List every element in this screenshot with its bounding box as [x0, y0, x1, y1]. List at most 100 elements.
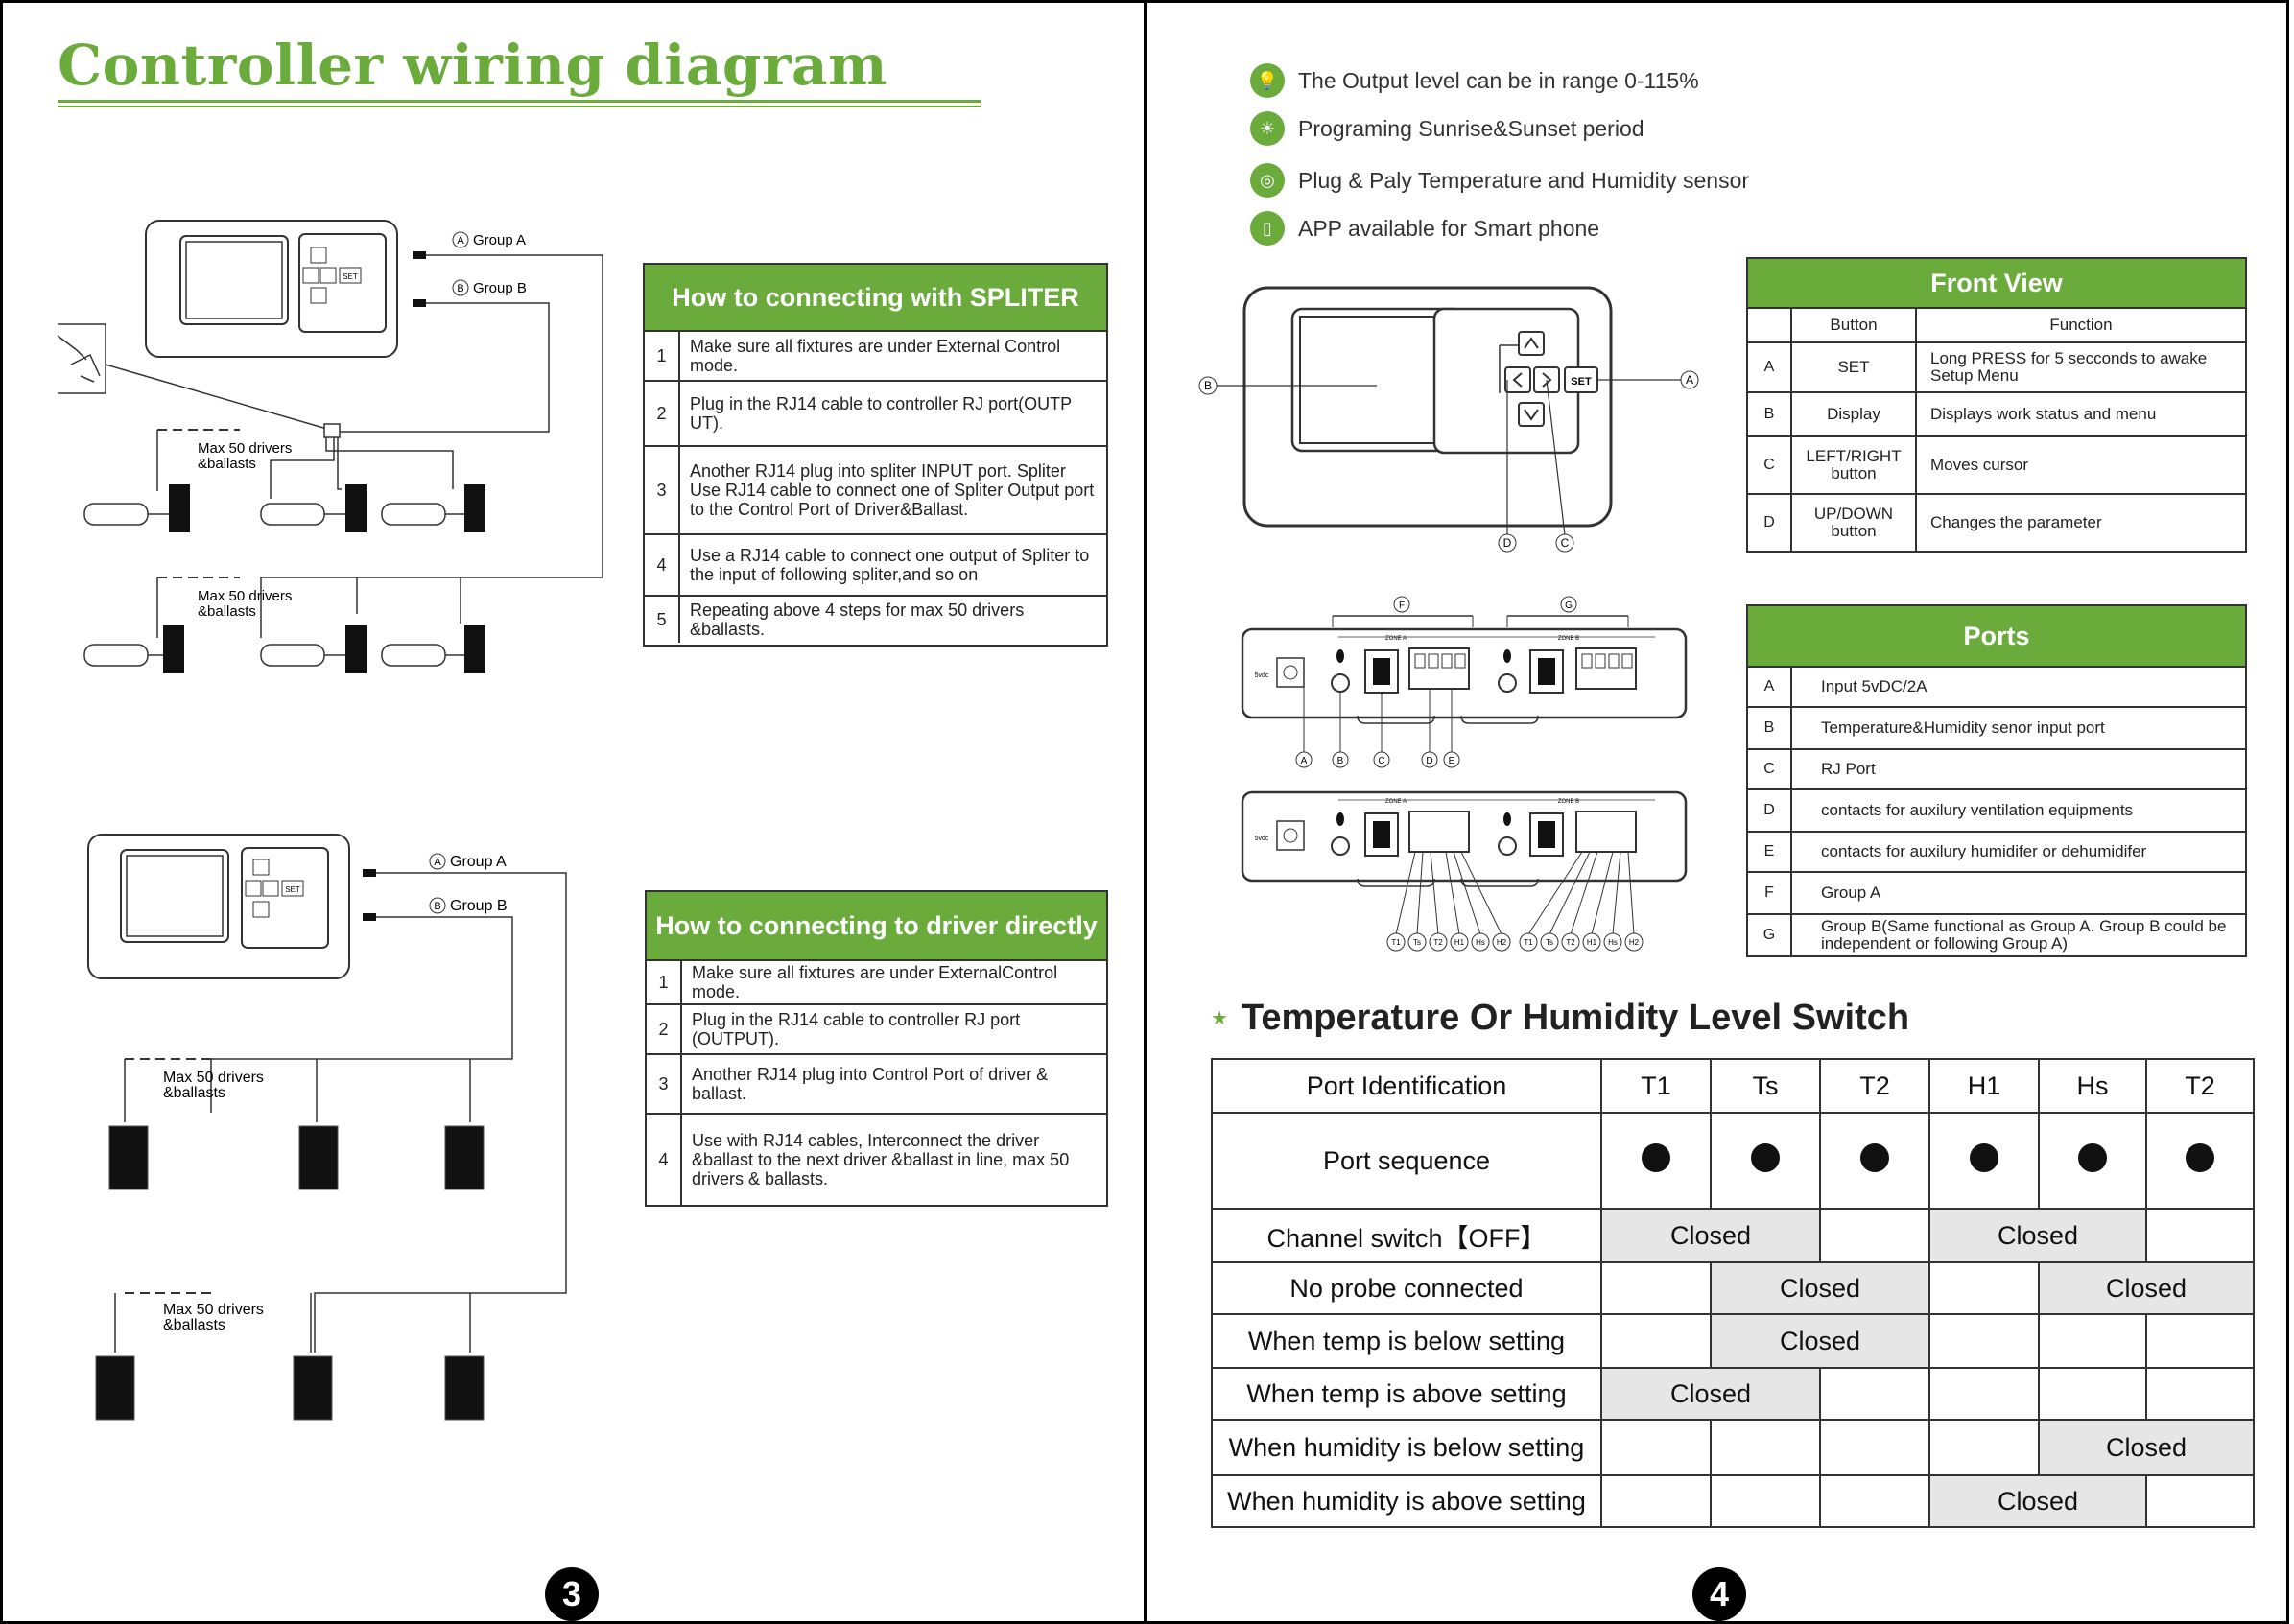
group-b-circle: B — [457, 283, 463, 294]
max-label-4: &ballasts — [198, 603, 256, 620]
zone-a-label: ZONE A — [1385, 636, 1407, 642]
zone-b-label-2: ZONE B — [1558, 799, 1579, 805]
power-label-2: 5vdc — [1255, 836, 1269, 842]
row-key: D — [1748, 495, 1792, 551]
row-button: LEFT/RIGHT button — [1792, 437, 1917, 493]
closed-cell: Closed — [2038, 1261, 2255, 1315]
step-text: Repeating above 4 steps for max 50 drive… — [690, 600, 1025, 639]
port-id-cell: H1 — [1928, 1058, 2040, 1114]
max-label-1: Max 50 drivers — [198, 440, 292, 457]
port-id-cell: T2 — [1819, 1058, 1930, 1114]
label-a-port: A — [1301, 756, 1308, 766]
open-cell — [2145, 1313, 2255, 1369]
sun-icon: ☀ — [1250, 111, 1285, 146]
step-text: Use with RJ14 cables, Interconnect the d… — [692, 1131, 1070, 1189]
max-label-8: &ballasts — [163, 1317, 225, 1333]
page-divider — [1144, 0, 1147, 1624]
port-sequence-label: Port sequence — [1211, 1112, 1602, 1210]
port-dot — [1751, 1142, 1780, 1172]
pin-labels: T1 Ts T2 H1 Hs H2 T1 Ts T2 H1 Hs H2 — [1386, 932, 1644, 952]
label-a: A — [1686, 373, 1693, 387]
max-label-5: Max 50 drivers — [163, 1070, 264, 1086]
open-cell — [2145, 1367, 2255, 1421]
level-switch-title: ★Temperature Or Humidity Level Switch — [1211, 998, 1909, 1039]
open-cell — [1600, 1419, 1712, 1476]
level-row-label: When humidity is above setting — [1211, 1474, 1602, 1528]
closed-cell: Closed — [1600, 1208, 1821, 1263]
ports-row: A Input 5vDC/2A — [1748, 668, 2245, 708]
set-button-label: SET — [1571, 376, 1592, 388]
open-cell — [1819, 1367, 1930, 1421]
pin-hs: Hs — [1476, 938, 1485, 947]
step-number: 5 — [645, 597, 680, 643]
max-label-3: Max 50 drivers — [198, 588, 292, 604]
pin-ts-b: Ts — [1546, 938, 1553, 947]
col-function: Function — [2049, 316, 2113, 334]
title-rule — [58, 100, 981, 103]
closed-cell: Closed — [1600, 1367, 1821, 1421]
step-number: 3 — [647, 1055, 682, 1113]
phone-icon: ▯ — [1250, 211, 1285, 246]
port-key: B — [1748, 708, 1792, 748]
port-key: D — [1748, 790, 1792, 831]
port-id-row: Port Identification T1 Ts T2 H1 Hs T2 — [1211, 1058, 2255, 1114]
level-row-label: When humidity is below setting — [1211, 1419, 1602, 1476]
feature-item: ☀Programing Sunrise&Sunset period — [1250, 111, 1644, 146]
port-text: Input 5vDC/2A — [1821, 677, 1927, 695]
ports-row: B Temperature&Humidity senor input port — [1748, 708, 2245, 750]
open-cell — [2038, 1313, 2147, 1369]
port-dot — [1642, 1142, 1670, 1172]
step-number: 2 — [645, 382, 680, 445]
label-c: C — [1561, 536, 1570, 550]
port-id-cell: T2 — [2145, 1058, 2255, 1114]
set-label: SET — [343, 272, 358, 281]
step-text: Use a RJ14 cable to connect one output o… — [690, 546, 1090, 584]
group-b-label: Group B — [473, 280, 527, 296]
spliter-wiring-diagram: SET A Group A B Group B Max 50 drivers &… — [58, 220, 603, 673]
open-cell — [2038, 1367, 2147, 1421]
direct-wiring-diagram: SET A Group A B Group B Max 50 drivers &… — [87, 834, 567, 1421]
step-text: Make sure all fixtures are under Externa… — [690, 337, 1061, 375]
level-row-label: When temp is above setting — [1211, 1367, 1602, 1421]
set-label-2: SET — [285, 885, 300, 894]
closed-cell: Closed — [1710, 1313, 1930, 1369]
port-key: C — [1748, 750, 1792, 788]
port-dot — [1970, 1142, 1998, 1172]
port-key: F — [1748, 873, 1792, 913]
spliter-header: How to connecting with SPLITER — [645, 265, 1106, 332]
step-text: Plug in the RJ14 cable to controller RJ … — [690, 394, 1072, 433]
port-key: A — [1748, 668, 1792, 706]
row-key: C — [1748, 437, 1792, 493]
step-text: Make sure all fixtures are under Externa… — [692, 963, 1058, 1001]
label-g: G — [1565, 600, 1573, 611]
port-sequence-row: Port sequence — [1211, 1112, 2255, 1210]
group-a-circle-2: A — [434, 857, 441, 868]
star-icon: ★ — [1211, 1008, 1228, 1029]
ports-device-bottom: ZONE A ZONE B 5vdc — [1241, 790, 1688, 935]
pin-h1-b: H1 — [1587, 938, 1597, 947]
label-d-port: D — [1426, 756, 1432, 766]
lightbulb-icon: 💡 — [1250, 63, 1285, 98]
port-text: Temperature&Humidity senor input port — [1821, 718, 2105, 737]
ports-device-top: F G ZONE A ZONE B 5vdc — [1241, 596, 1688, 724]
page-number-3: 3 — [545, 1567, 599, 1621]
open-cell — [1928, 1261, 2040, 1315]
feature-text: APP available for Smart phone — [1298, 215, 1600, 241]
feature-text: The Output level can be in range 0-115% — [1298, 67, 1699, 93]
group-a-label: Group A — [473, 232, 526, 248]
row-button: Display — [1792, 393, 1917, 435]
